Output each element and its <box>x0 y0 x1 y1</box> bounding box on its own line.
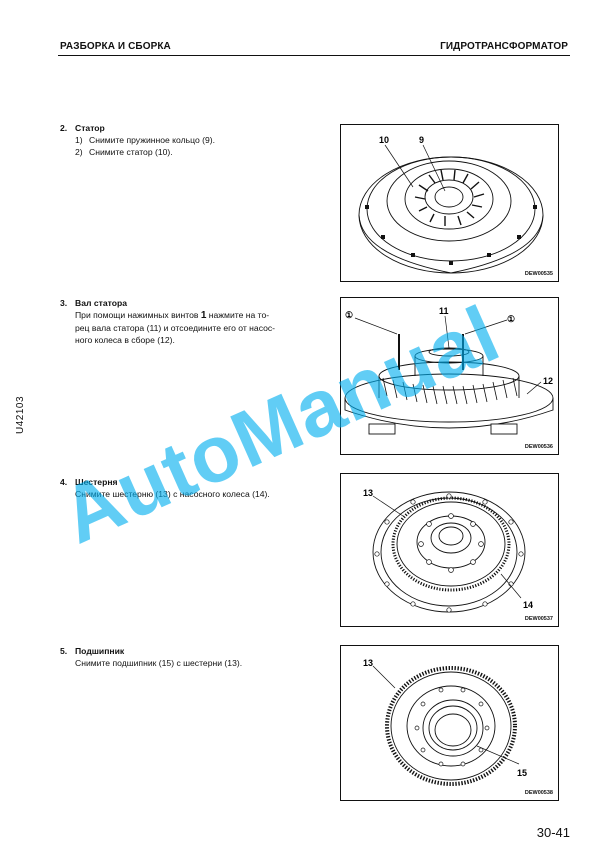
callout-12: 12 <box>543 376 553 386</box>
list-item: 1)Снимите пружинное кольцо (9). <box>75 135 216 145</box>
stator-illustration: 10 9 <box>358 135 544 274</box>
paragraph-line: Снимите подшипник (15) с шестерни (13). <box>75 658 243 668</box>
callout-13: 13 <box>363 658 373 668</box>
bearing-illustration: 13 15 <box>363 658 527 786</box>
gear-illustration: 13 14 <box>363 488 533 613</box>
section-title: 3.Вал статора <box>60 298 127 308</box>
callout-screw-left: ① <box>345 310 353 320</box>
callout-9: 9 <box>419 135 424 145</box>
section-bearing: 5.Подшипник Снимите подшипник (15) с шес… <box>60 645 315 669</box>
side-document-code: U42103 <box>15 395 26 434</box>
figure-code: DEW00538 <box>524 790 553 796</box>
page-number: 30-41 <box>536 825 570 840</box>
figure-code: DEW00535 <box>524 271 553 277</box>
header-rule <box>58 55 570 56</box>
header-section-title: РАЗБОРКА И СБОРКА <box>60 41 171 52</box>
figure-bearing: 13 15 DEW00538 <box>340 645 559 801</box>
callout-13: 13 <box>363 488 373 498</box>
figure-code: DEW00536 <box>524 444 553 450</box>
section-title: 2.Статор <box>60 123 105 133</box>
section-title: 5.Подшипник <box>60 646 125 656</box>
section-stator-shaft: 3.Вал статора При помощи нажимных винтов… <box>60 297 315 346</box>
callout-screw-right: ① <box>507 314 515 324</box>
paragraph-line: Снимите шестерню (13) с насосного колеса… <box>75 489 270 499</box>
section-gear: 4.Шестерня Снимите шестерню (13) с насос… <box>60 476 315 500</box>
list-item: 2)Снимите статор (10). <box>75 147 173 157</box>
callout-11: 11 <box>439 306 449 316</box>
header-chapter-title: ГИДРОТРАНСФОРМАТОР <box>440 41 568 52</box>
callout-14: 14 <box>523 600 533 610</box>
paragraph-line: ного колеса в сборе (12). <box>75 335 175 345</box>
figure-code: DEW00537 <box>524 616 553 622</box>
figure-stator-shaft: ① 11 ① 12 DEW00536 <box>340 297 559 455</box>
callout-15: 15 <box>517 768 527 778</box>
paragraph-line: рец вала статора (11) и отсоедините его … <box>75 323 276 333</box>
paragraph-line: При помощи нажимных винтов 1 нажмите на … <box>75 310 270 321</box>
stator-shaft-illustration: ① 11 ① 12 <box>344 306 554 435</box>
figure-stator: 10 9 DEW00535 <box>340 124 559 282</box>
section-title: 4.Шестерня <box>60 477 118 487</box>
section-stator: 2.Статор 1)Снимите пружинное кольцо (9).… <box>60 122 315 158</box>
callout-10: 10 <box>379 135 389 145</box>
screw-ref: 1 <box>200 310 207 321</box>
figure-gear: 13 14 DEW00537 <box>340 473 559 627</box>
